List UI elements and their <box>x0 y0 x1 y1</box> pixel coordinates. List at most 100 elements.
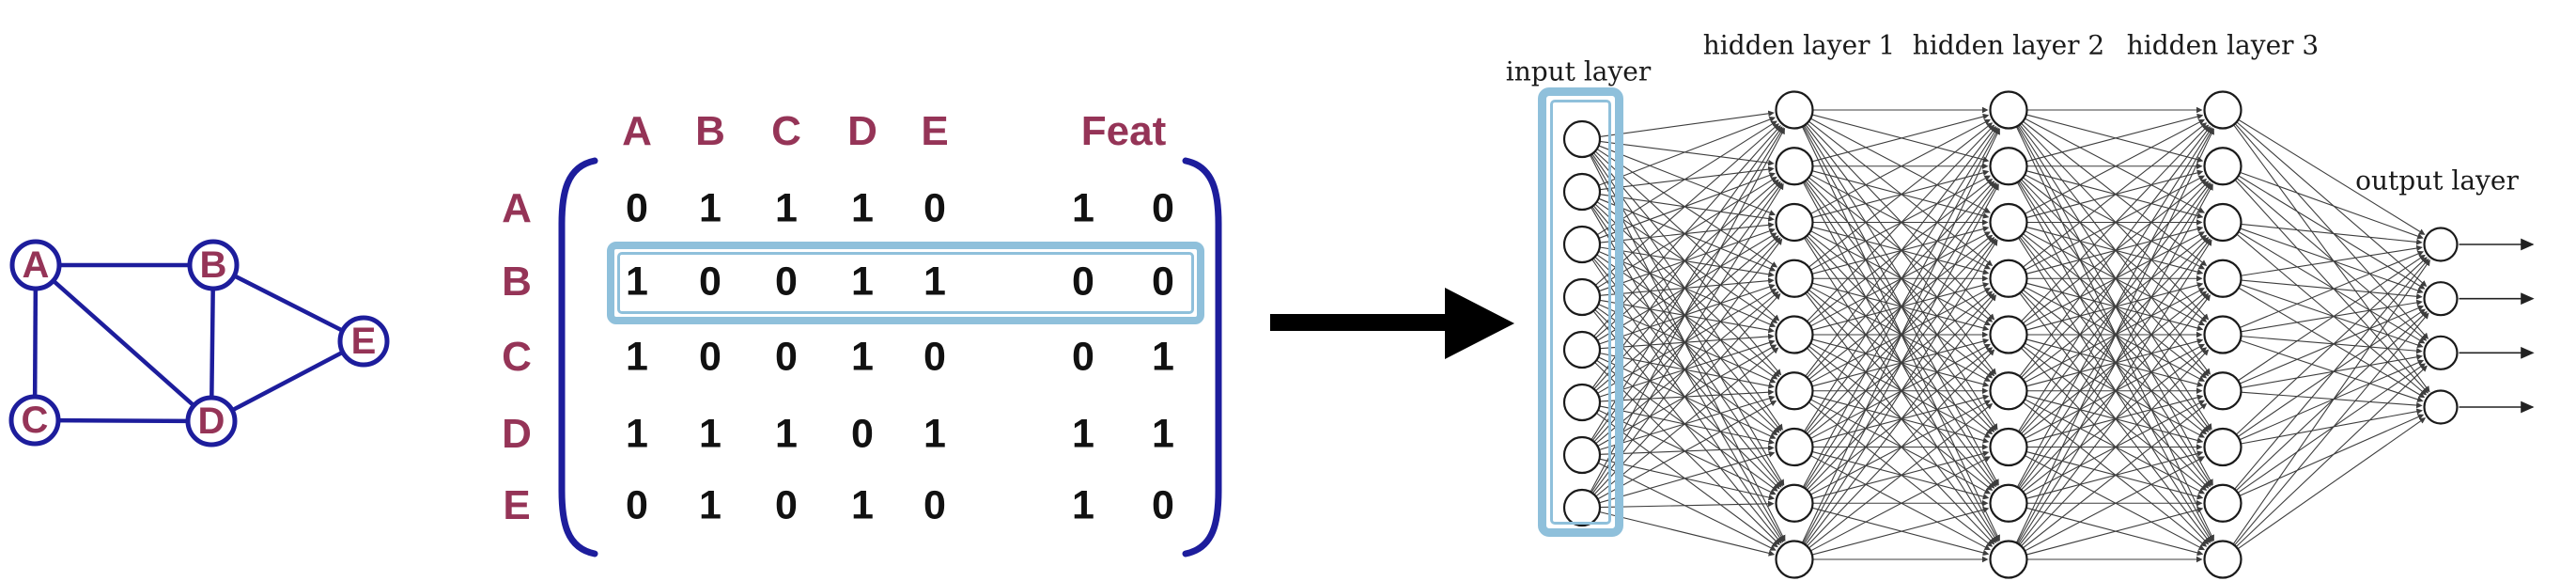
nn-connection <box>2022 178 2208 324</box>
nn-connection <box>1811 394 1990 444</box>
nn-node-output <box>2423 281 2459 317</box>
nn-connection <box>1811 338 1990 387</box>
nn-connection <box>2016 183 2213 544</box>
nn-connection <box>2025 282 2204 332</box>
nn-connection <box>1811 450 1990 499</box>
nn-node-hidden-3 <box>2203 90 2242 130</box>
nn-node-output <box>2423 389 2459 425</box>
graph-node-label-A: A <box>23 244 50 286</box>
matrix-feat-cell-A-1: 0 <box>1152 185 1174 231</box>
nn-connection <box>1598 228 1776 292</box>
nn-connection <box>1805 292 1997 543</box>
nn-connection <box>1811 282 1990 331</box>
nn-connection <box>2022 345 2208 492</box>
nn-connection <box>2025 231 2206 327</box>
nn-connection <box>2018 237 2212 542</box>
matrix-cell-C-D: 1 <box>851 334 874 380</box>
nn-connection <box>2238 231 2426 344</box>
nn-connection <box>2025 338 2204 387</box>
graph-node-C <box>8 394 61 447</box>
nn-connection <box>1802 183 1999 544</box>
nn-connection <box>1807 236 1995 434</box>
nn-connection <box>2239 359 2425 441</box>
nn-connection <box>1811 114 1990 163</box>
graph-node-E <box>337 315 390 368</box>
nn-node-hidden-1 <box>1775 371 1814 411</box>
nn-node-hidden-1 <box>1775 202 1814 243</box>
matrix-row-label-E: E <box>503 482 531 528</box>
nn-connection <box>1811 226 1990 275</box>
nn-connection <box>1811 282 1990 332</box>
nn-connection <box>2234 179 2429 394</box>
nn-connection <box>2235 365 2428 547</box>
nn-connection <box>2238 287 2426 399</box>
nn-node-hidden-3 <box>2203 202 2242 243</box>
nn-connection <box>2019 126 2211 377</box>
nn-connection <box>2022 233 2208 379</box>
nn-connection <box>1811 395 1990 444</box>
nn-connection <box>2025 174 2206 270</box>
nn-connection <box>2021 235 2210 433</box>
nn-connection <box>2239 250 2425 329</box>
nn-connection <box>2022 401 2208 547</box>
nn-connection <box>1810 118 1992 214</box>
nn-connection <box>1598 116 1777 186</box>
graph-node-B <box>187 239 240 291</box>
nn-connection <box>2018 181 2212 487</box>
nn-node-hidden-1 <box>1775 90 1814 130</box>
nn-connection <box>1804 181 1998 487</box>
nn-connection <box>1805 181 1997 433</box>
graph-node-label-D: D <box>198 400 225 442</box>
nn-connection <box>1810 230 1992 326</box>
nn-connection <box>2018 127 2212 432</box>
matrix-col-header-B: B <box>695 108 725 154</box>
nn-connection <box>2234 312 2429 546</box>
nn-connection <box>2235 310 2428 492</box>
matrix-row-label-B: B <box>502 259 532 305</box>
nn-connection <box>1807 181 1995 379</box>
nn-connection <box>1810 174 1992 270</box>
nn-connection <box>1802 127 1999 488</box>
nn-connection <box>1597 289 1777 394</box>
nn-connection <box>1807 347 1995 545</box>
nn-node-hidden-3 <box>2203 147 2242 186</box>
nn-connection <box>2021 181 2210 379</box>
nn-connection <box>2021 347 2210 545</box>
matrix-cell-E-D: 1 <box>851 482 874 528</box>
nn-connection <box>2239 305 2425 385</box>
nn-connection <box>2025 394 2204 444</box>
nn-connection <box>2015 128 2214 543</box>
nn-connection <box>2019 292 2211 543</box>
nn-connection <box>1805 238 1997 490</box>
nn-connection <box>1598 356 1777 439</box>
nn-connection <box>1599 353 1775 389</box>
nn-connection <box>2025 288 2206 384</box>
nn-connection <box>2022 402 2208 549</box>
nn-connection <box>2019 238 2211 490</box>
hidden-layer-2-label: hidden layer 2 <box>1912 29 2105 61</box>
nn-node-hidden-2 <box>1989 483 2028 523</box>
nn-connection <box>1597 400 1777 500</box>
nn-connection <box>2235 257 2428 435</box>
graph-edge-BD <box>209 264 216 422</box>
nn-node-hidden-1 <box>1775 259 1814 298</box>
matrix-cell-B-C: 0 <box>775 259 798 305</box>
nn-connection <box>2022 347 2208 493</box>
matrix-col-header-E: E <box>921 108 949 154</box>
nn-connection <box>2240 339 2424 402</box>
matrix-cell-E-E: 0 <box>923 482 946 528</box>
hidden-layer-1-label: hidden layer 1 <box>1702 29 1896 61</box>
matrix-feat-cell-E-1: 0 <box>1152 482 1174 528</box>
nn-connection <box>2025 175 2206 271</box>
nn-connection <box>2025 286 2206 382</box>
nn-connection <box>2241 408 2423 445</box>
matrix-feat-cell-C-1: 1 <box>1152 334 1174 380</box>
nn-connection <box>1597 344 1777 448</box>
nn-connection <box>2240 228 2424 294</box>
matrix-col-header-C: C <box>771 108 801 154</box>
nn-connection <box>1807 349 1995 547</box>
nn-connection <box>1599 110 1775 137</box>
nn-connection <box>1810 231 1992 327</box>
matrix-cell-E-A: 0 <box>626 482 648 528</box>
